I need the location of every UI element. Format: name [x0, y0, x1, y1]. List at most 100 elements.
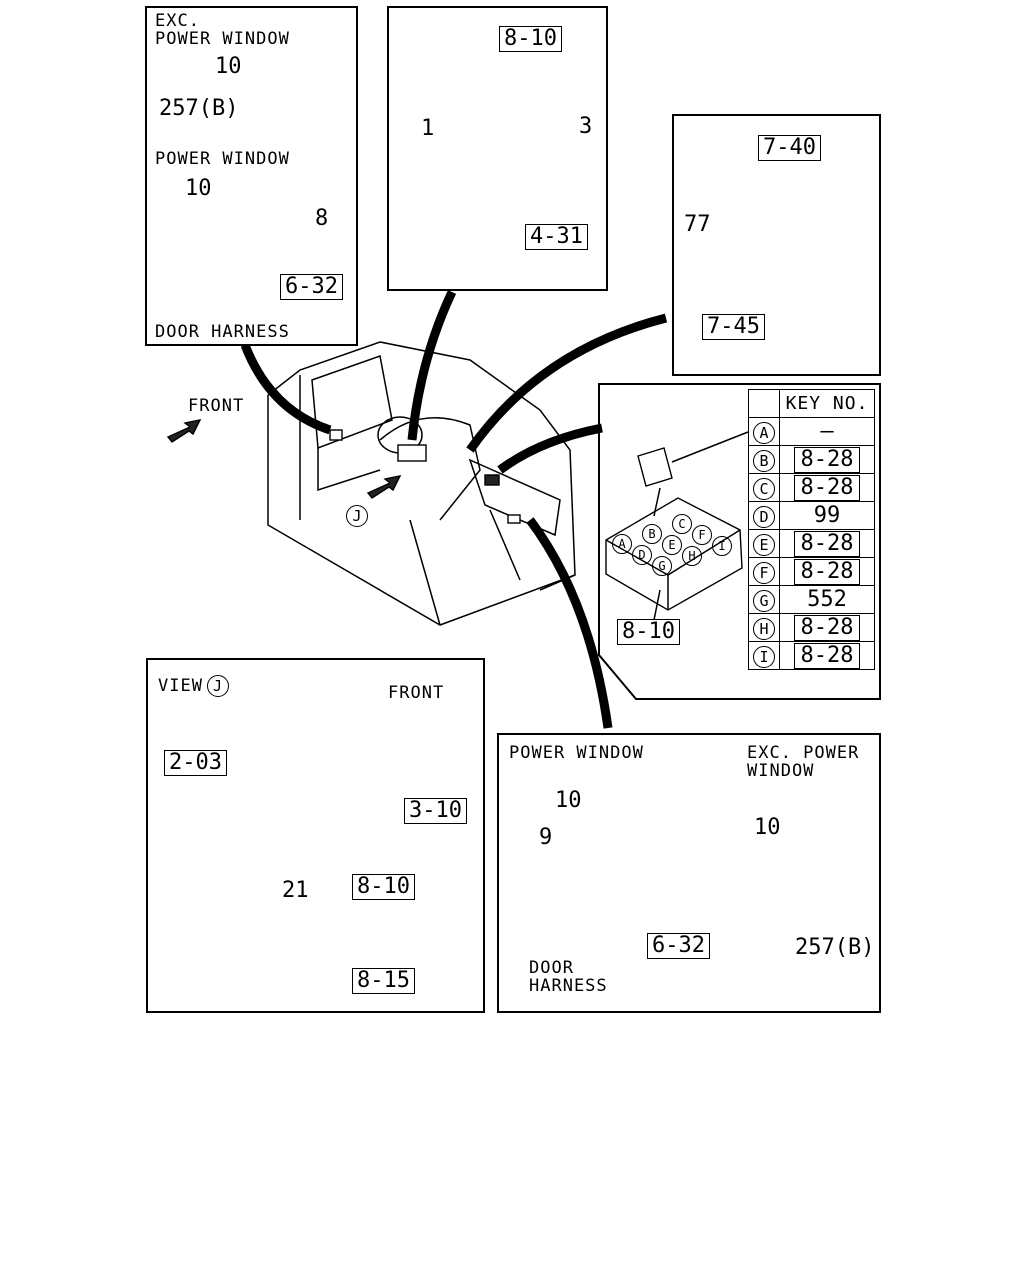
- view-j-part-number: 21: [282, 878, 309, 903]
- harness-ref-box: 8-10: [499, 26, 562, 52]
- door-harness-label: DOOR HARNESS: [155, 322, 290, 342]
- key-row-value-cell: 8-28: [779, 613, 875, 642]
- key-row-letter-cell: I: [748, 641, 780, 670]
- key-row-letter-cell: B: [748, 445, 780, 474]
- bottom-ref-box: 7-45: [702, 314, 765, 340]
- br-pw-screw-number: 10: [555, 788, 582, 813]
- view-j-marker: J: [346, 505, 368, 527]
- part-number: 77: [684, 212, 711, 237]
- relay-ref-box: 8-10: [617, 619, 680, 645]
- key-table-row: E 8-28: [748, 529, 875, 558]
- key-row-letter: H: [753, 618, 775, 640]
- key-row-letter: D: [753, 506, 775, 528]
- key-row-letter: A: [753, 422, 775, 444]
- column-ref-box: 4-31: [525, 224, 588, 250]
- key-row-letter: G: [753, 590, 775, 612]
- exc-screw-number: 10: [215, 54, 242, 79]
- key-row-value-cell: 8-28: [779, 641, 875, 670]
- screw-number: 3: [579, 114, 593, 139]
- br-harness-line1: DOOR: [529, 958, 574, 978]
- door-switch-inset: EXC. POWER WINDOW 10 257(B) POWER WINDOW…: [145, 6, 358, 346]
- br-pw-title: POWER WINDOW: [509, 743, 644, 763]
- key-row-value-cell: 99: [779, 501, 875, 530]
- exc-switch-number: 257(B): [159, 96, 239, 121]
- relay-cell: C: [672, 514, 692, 534]
- view-j-arrow: [366, 475, 402, 499]
- key-row-letter-cell: G: [748, 585, 780, 614]
- relay-cell: I: [712, 536, 732, 556]
- pw-screw-number: 10: [185, 176, 212, 201]
- key-row-value: 99: [813, 503, 841, 528]
- key-table-row: A—: [748, 417, 875, 446]
- key-table-row: C 8-28: [748, 473, 875, 502]
- top-ref-box: 7-40: [758, 135, 821, 161]
- relay-cell: D: [632, 545, 652, 565]
- leader-passenger-switch: [526, 517, 613, 729]
- key-row-letter-cell: F: [748, 557, 780, 586]
- key-row-value-cell: 552: [779, 585, 875, 614]
- relay-cell: B: [642, 524, 662, 544]
- combination-switch-inset: 8-10 1 3 4-31: [387, 6, 608, 291]
- view-j-front-label: FRONT: [388, 683, 445, 703]
- key-row-letter-cell: A: [748, 417, 780, 446]
- passenger-switch-inset: POWER WINDOW 10 9 6-32 DOOR HARNESS EXC.…: [497, 733, 881, 1013]
- key-row-value: 8-28: [793, 614, 861, 641]
- br-pw-switch-number: 9: [539, 825, 553, 850]
- key-row-letter-cell: E: [748, 529, 780, 558]
- key-row-value: 8-28: [793, 446, 861, 473]
- key-row-value: 552: [807, 587, 847, 612]
- key-row-letter: C: [753, 478, 775, 500]
- relay-cell: F: [692, 525, 712, 545]
- key-row-value-cell: —: [779, 417, 875, 446]
- key-row-value-cell: 8-28: [779, 557, 875, 586]
- key-row-value: —: [820, 419, 834, 444]
- leader-hazard-switch: [466, 313, 668, 453]
- view-j-title-letter: J: [206, 675, 229, 697]
- key-table-row: D 99: [748, 501, 875, 530]
- key-row-letter-cell: D: [748, 501, 780, 530]
- key-row-letter-cell: C: [748, 473, 780, 502]
- pw-ref-box: 6-32: [280, 274, 343, 300]
- key-row-value: 8-28: [793, 474, 861, 501]
- key-table-row: G 552: [748, 585, 875, 614]
- leader-relay: [497, 423, 603, 474]
- key-table-header: KEY NO.: [779, 389, 875, 418]
- exc-title-line1: EXC.: [155, 11, 200, 31]
- br-exc-title-line2: WINDOW: [747, 761, 815, 781]
- relay-cell: H: [682, 546, 702, 566]
- view-j-ref-left: 2-03: [164, 750, 227, 776]
- hazard-switch-inset: 7-40 77 7-45: [672, 114, 881, 376]
- br-exc-title-line1: EXC. POWER: [747, 743, 860, 763]
- vehicle-interior-outline: [267, 341, 576, 626]
- key-row-letter: B: [753, 450, 775, 472]
- key-row-value-cell: 8-28: [779, 445, 875, 474]
- pw-switch-number: 8: [315, 206, 329, 231]
- view-j-marker-letter: J: [346, 505, 368, 527]
- key-table-row: F 8-28: [748, 557, 875, 586]
- key-row-letter-cell: H: [748, 613, 780, 642]
- key-row-letter: I: [753, 646, 775, 668]
- view-j-ref-clip: 8-15: [352, 968, 415, 994]
- front-label: FRONT: [188, 396, 245, 416]
- relay-cell: G: [652, 556, 672, 576]
- br-harness-line2: HARNESS: [529, 976, 608, 996]
- pw-title: POWER WINDOW: [155, 149, 290, 169]
- key-row-value: 8-28: [793, 530, 861, 557]
- key-row-value-cell: 8-28: [779, 473, 875, 502]
- view-j-title-text: VIEW: [158, 676, 203, 696]
- br-exc-switch-number: 257(B): [795, 935, 875, 960]
- exc-title-line2: POWER WINDOW: [155, 29, 290, 49]
- key-table-row: H 8-28: [748, 613, 875, 642]
- key-row-value-cell: 8-28: [779, 529, 875, 558]
- view-j-ref-harness: 8-10: [352, 874, 415, 900]
- leader-door-switch: [240, 343, 332, 435]
- br-exc-screw-number: 10: [754, 815, 781, 840]
- key-row-value: 8-28: [793, 558, 861, 585]
- key-row-letter: E: [753, 534, 775, 556]
- view-j-ref-bracket: 3-10: [404, 798, 467, 824]
- relay-cell: E: [662, 535, 682, 555]
